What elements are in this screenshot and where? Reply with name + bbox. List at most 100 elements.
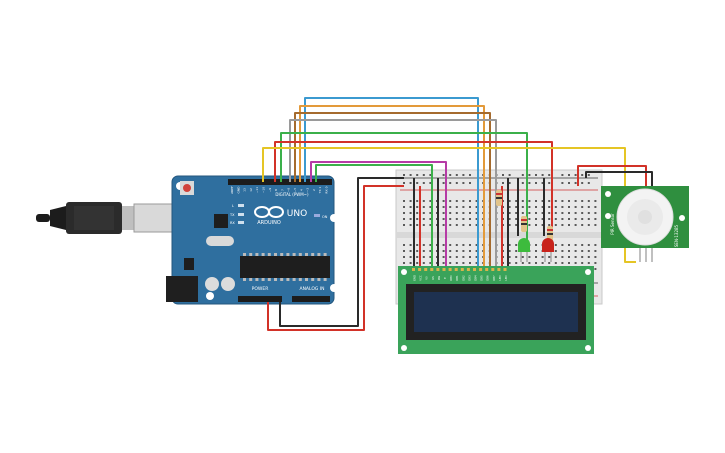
breadboard-hole [449, 256, 452, 258]
breadboard-hole [594, 256, 597, 258]
breadboard-hole [581, 244, 584, 246]
breadboard-hole [548, 256, 551, 258]
breadboard-hole [429, 206, 432, 208]
breadboard-hole [462, 212, 465, 214]
rail-hole [548, 174, 551, 176]
breadboard-hole [561, 218, 564, 220]
breadboard-hole [594, 200, 597, 202]
breadboard-hole [429, 256, 432, 258]
rail-hole [574, 182, 577, 184]
breadboard-hole [554, 218, 557, 220]
breadboard-hole [581, 212, 584, 214]
breadboard-hole [429, 250, 432, 252]
rail-hole [462, 174, 465, 176]
lcd-pin [454, 268, 458, 271]
chip-pin [243, 253, 246, 256]
breadboard-hole [462, 250, 465, 252]
rail-hole [568, 174, 570, 176]
breadboard-hole [409, 206, 412, 208]
digital-pin-label: ~10 [262, 187, 266, 193]
led-label-rx: RX [230, 221, 235, 225]
breadboard-hole [422, 244, 425, 246]
breadboard-hole [535, 212, 537, 214]
wire-red-pir [577, 165, 647, 188]
breadboard-hole [541, 262, 544, 264]
wire-green [280, 132, 528, 240]
breadboard-hole [462, 224, 465, 226]
breadboard-hole [568, 224, 570, 226]
rail-hole [548, 182, 551, 184]
breadboard-hole [449, 244, 452, 246]
green-led [518, 238, 530, 262]
breadboard-hole [429, 224, 432, 226]
chip-pin [274, 253, 277, 256]
breadboard-hole [508, 224, 511, 226]
rail-hole [422, 182, 425, 184]
lcd-pin [436, 268, 440, 271]
breadboard-hole [403, 212, 405, 214]
breadboard-hole [475, 206, 478, 208]
breadboard-hole [462, 244, 465, 246]
breadboard-hole [449, 218, 452, 220]
breadboard-hole [442, 206, 445, 208]
breadboard-hole [469, 224, 471, 226]
breadboard-hole [521, 200, 524, 202]
breadboard-hole [429, 218, 432, 220]
breadboard-hole [574, 218, 577, 220]
rail-hole [581, 174, 584, 176]
lcd-pin [466, 268, 470, 271]
breadboard-hole [442, 224, 445, 226]
breadboard-hole [462, 200, 465, 202]
arduino-logo [254, 206, 284, 218]
breadboard-hole [581, 250, 584, 252]
lcd-pin-label: DB4 [474, 275, 478, 281]
breadboard-hole [594, 212, 597, 214]
breadboard-hole [515, 200, 518, 202]
breadboard-hole [469, 256, 471, 258]
chip-pin [286, 278, 290, 281]
breadboard-hole [422, 212, 425, 214]
breadboard-hole [554, 224, 557, 226]
crystal-oscillator [206, 236, 234, 246]
breadboard-hole [409, 224, 412, 226]
breadboard-hole [587, 244, 590, 246]
breadboard-hole [581, 262, 584, 264]
breadboard-hole [442, 250, 445, 252]
wires [262, 97, 653, 331]
lcd-pin-label: E [443, 277, 447, 279]
breadboard-hole [469, 262, 471, 264]
breadboard-hole [594, 262, 597, 264]
breadboard-hole [535, 256, 537, 258]
breadboard-hole [561, 250, 564, 252]
on-label: ON [322, 215, 328, 219]
lcd-pin [460, 268, 464, 271]
lcd-pin-label: VCC [419, 275, 423, 281]
breadboard-hole [568, 256, 570, 258]
breadboard-hole [455, 206, 458, 208]
chip-pin [255, 253, 259, 256]
digital-pin-label: TX 1 [318, 187, 322, 195]
power-jack [166, 276, 198, 302]
lcd-pin-label: RS [431, 276, 435, 280]
breadboard-hole [403, 262, 405, 264]
rail-hole [508, 174, 511, 176]
chip-pin [249, 278, 253, 281]
breadboard-hole [469, 218, 471, 220]
breadboard-hole [455, 200, 458, 202]
breadboard-hole [581, 206, 584, 208]
breadboard-hole [449, 212, 452, 214]
breadboard-hole [409, 200, 412, 202]
digital-pin-label: ~5 [293, 188, 297, 193]
lcd-pin [473, 268, 476, 271]
rail-hole [541, 174, 544, 176]
chip-pin [298, 278, 302, 281]
rail-hole [416, 174, 419, 176]
breadboard-hole [568, 218, 570, 220]
rail-hole [561, 182, 564, 184]
breadboard-hole [548, 262, 551, 264]
breadboard-hole [469, 212, 471, 214]
rail-hole [429, 182, 432, 184]
chip-pin [261, 253, 265, 256]
rail-hole [587, 174, 590, 176]
lcd-pin-label: DB6 [486, 275, 490, 281]
